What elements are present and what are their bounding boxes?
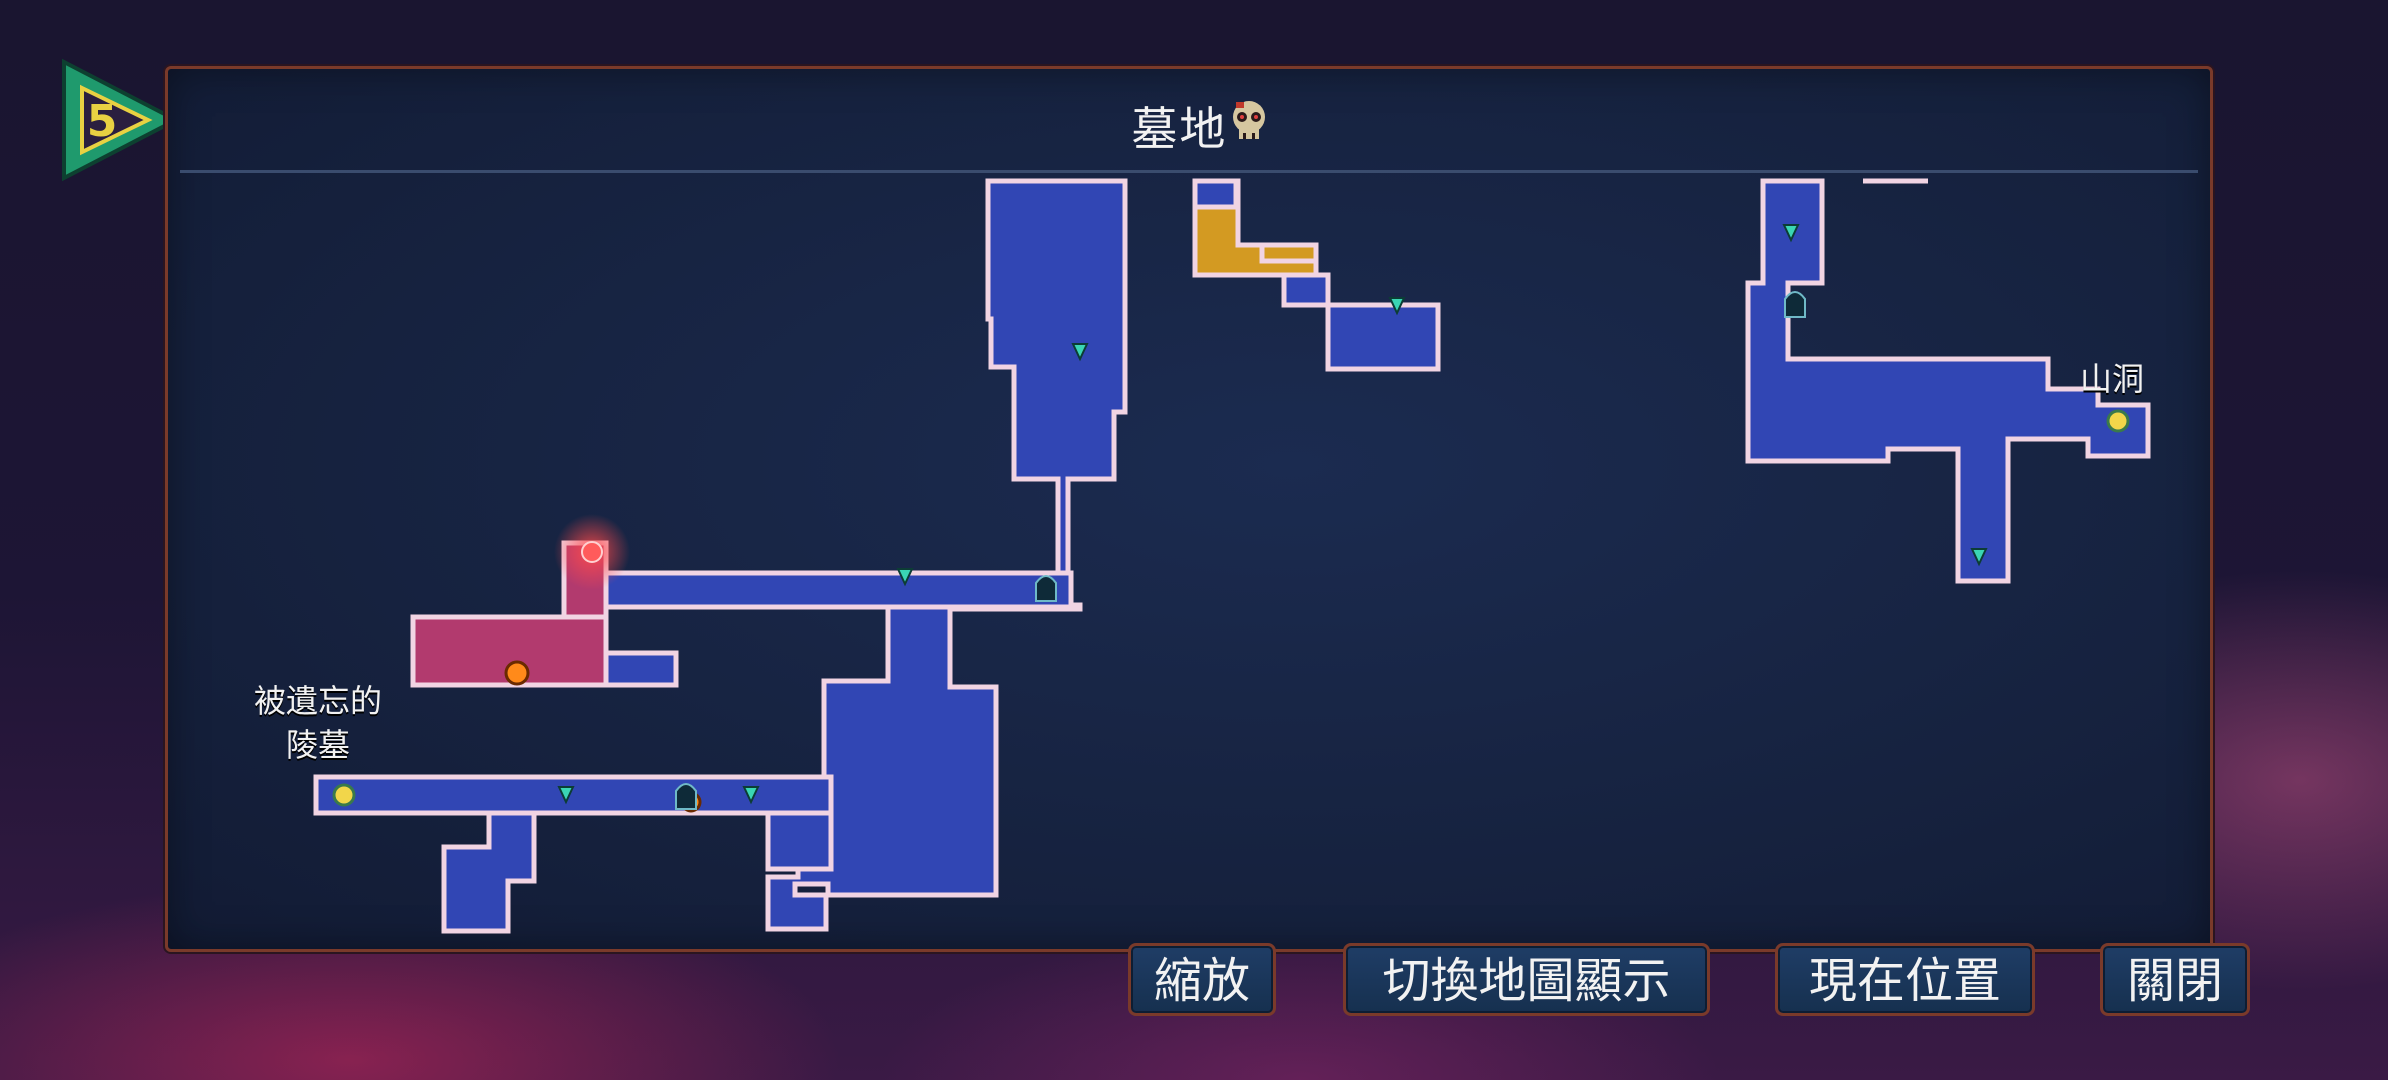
triangle-badge-icon: 5 bbox=[62, 58, 181, 182]
map-room bbox=[1745, 178, 2151, 584]
skull-icon bbox=[1233, 101, 1265, 139]
teleporter-icon bbox=[1388, 297, 1406, 316]
map-canvas[interactable] bbox=[168, 69, 2210, 949]
map-room bbox=[765, 604, 999, 932]
teleporter-icon bbox=[896, 568, 914, 587]
teleporter-icon bbox=[1782, 224, 1800, 243]
current-position-button[interactable]: 現在位置 bbox=[1775, 943, 2035, 1016]
teleporter-icon bbox=[557, 786, 575, 805]
close-button[interactable]: 關閉 bbox=[2100, 943, 2250, 1016]
door-icon bbox=[1035, 575, 1057, 602]
label-forgotten-tomb: 被遺忘的 陵墓 bbox=[254, 682, 383, 764]
area-title: 墓地 bbox=[1131, 102, 1228, 156]
teleporter-icon bbox=[1970, 548, 1988, 567]
map-room bbox=[765, 810, 834, 872]
toggle-map-display-button[interactable]: 切換地圖顯示 bbox=[1343, 943, 1710, 1016]
player-marker-icon bbox=[581, 541, 603, 563]
map-header: 墓地 bbox=[168, 69, 2210, 173]
exit-marker-icon bbox=[332, 783, 356, 807]
map-room bbox=[932, 178, 1128, 612]
teleporter-icon bbox=[1071, 343, 1089, 362]
map-panel[interactable]: 墓地 bbox=[165, 66, 2213, 952]
exit-marker-icon bbox=[2106, 409, 2130, 433]
map-room bbox=[1281, 272, 1441, 372]
map-room bbox=[441, 810, 537, 934]
teleporter-icon bbox=[742, 786, 760, 805]
door-icon bbox=[1784, 291, 1806, 318]
door-icon bbox=[675, 783, 697, 810]
map-room bbox=[1259, 242, 1319, 264]
map-room bbox=[561, 570, 1074, 610]
map-room bbox=[1192, 178, 1239, 210]
map-room bbox=[603, 650, 679, 688]
level-badge: 5 bbox=[58, 58, 183, 183]
item-marker-icon bbox=[504, 660, 530, 686]
level-number: 5 bbox=[87, 96, 118, 147]
zoom-button[interactable]: 縮放 bbox=[1128, 943, 1276, 1016]
label-cave: 山洞 bbox=[2080, 360, 2145, 398]
